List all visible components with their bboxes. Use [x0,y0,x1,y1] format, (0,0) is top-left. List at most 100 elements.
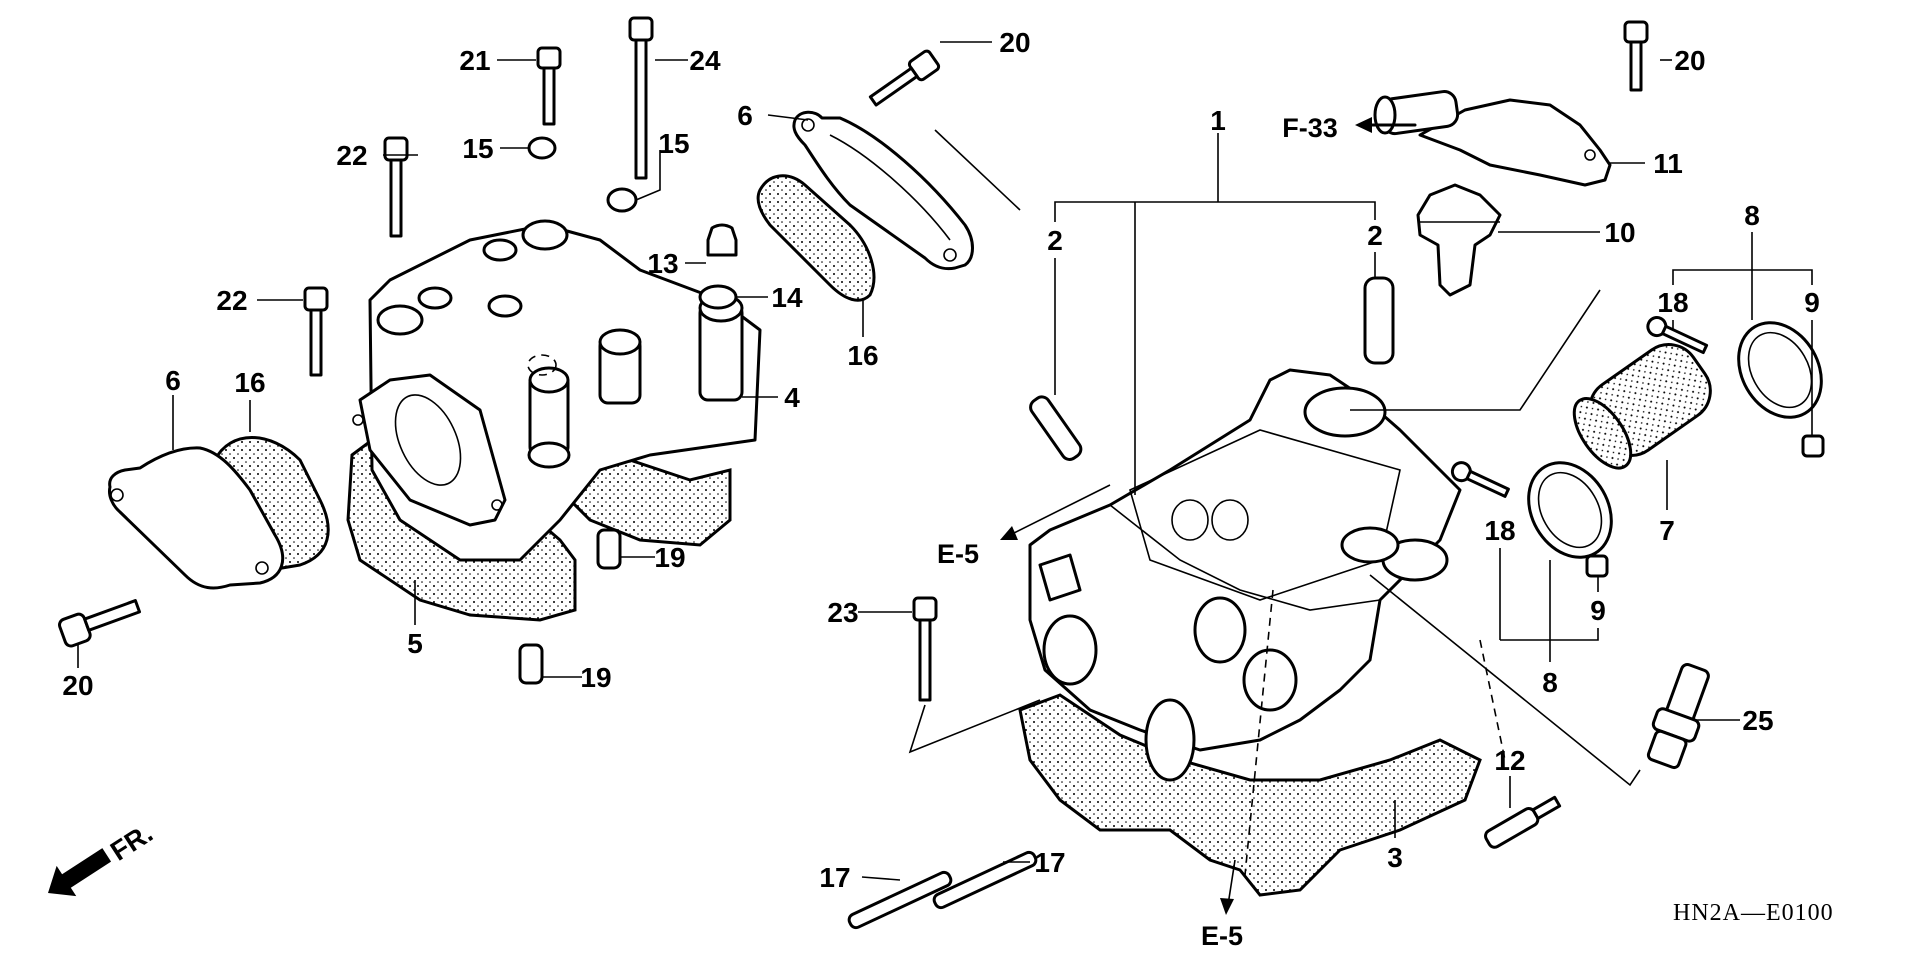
pipe-end [1373,95,1397,135]
cover-hole [255,561,269,575]
callout-16: 16 [847,340,878,371]
center-line [1244,589,1274,876]
callout-18: 18 [1657,287,1688,318]
head-hole [1171,499,1209,541]
washer [527,136,557,160]
arrow-e5-left-line [1009,484,1111,536]
fasteners-left [58,16,941,685]
front-label: FR. [105,818,158,867]
spark-plug-thread [1646,729,1688,770]
reference-arrows [1000,117,1417,915]
bolt-head [536,46,562,70]
callout-7: 7 [1659,515,1675,546]
screw-shank [1660,324,1709,355]
callout-20: 20 [1674,45,1705,76]
insulator-group [1450,316,1825,578]
bolt-shank [542,66,556,126]
o-ring-upper [756,174,876,302]
cover-boss [521,219,569,251]
clamp-inner [1747,331,1813,409]
cover-hole [110,488,124,502]
bolt-shank [83,599,142,632]
thermostat-group [1373,20,1649,297]
arrow-e5-bottom-head [1220,898,1234,915]
arrow-e5-bottom-line [1227,859,1236,906]
callout-14: 14 [771,282,803,313]
leader-lines [77,41,1813,881]
callout-22: 22 [336,140,367,171]
callout-19: 19 [654,542,685,573]
front-arrow-icon [48,848,112,897]
cover-boss [417,286,453,310]
side-cover-left [108,436,330,590]
callout-4: 4 [784,382,800,413]
temp-sensor [1484,807,1540,849]
callout-1: 1 [1210,105,1226,136]
callout-20: 20 [999,27,1030,58]
flange-hole [352,414,364,426]
cap-nut [706,223,738,257]
ref-f33-label[interactable]: F-33 [1282,113,1338,143]
intake-port [1042,614,1098,686]
clamp-band [1527,461,1613,559]
bolt-shank [389,158,403,238]
side-cover-upper [756,110,1021,302]
ref-e5-left-label[interactable]: E-5 [937,539,979,569]
ref-e5-bottom-label[interactable]: E-5 [1201,921,1243,951]
arrow-e5-left-head [1000,526,1018,540]
stud-bolt [847,870,953,930]
arrow-f33-head [1355,117,1372,133]
center-line [1479,639,1506,761]
callout-8: 8 [1542,667,1558,698]
clamp-band [1737,321,1823,419]
valve-guide [1029,395,1083,461]
exhaust-port [1144,698,1196,782]
front-direction-indicator: FR. [48,818,158,897]
callout-12: 12 [1494,745,1525,776]
bolt-head [1623,20,1649,44]
cover-post-base [527,441,571,469]
valve-guide [1363,276,1395,365]
valve-guides [1029,276,1395,461]
callout-11: 11 [1653,148,1683,179]
head-cover-group [346,219,762,622]
side-cover-plate-upper [792,110,974,271]
port-opening [1242,648,1298,712]
callout-9: 9 [1804,287,1820,318]
callout-5: 5 [407,628,423,659]
callout-17: 17 [1034,847,1065,878]
reference-labels: F-33E-5E-5 [937,113,1338,951]
callout-16: 16 [234,367,265,398]
cover-hole [801,118,815,132]
cover-boss [376,304,424,336]
callout-6: 6 [737,100,753,131]
callout-20: 20 [62,670,93,701]
dowel-pin [518,643,544,685]
insulator-end [1572,397,1633,470]
cover-hole [1584,149,1596,161]
square-nut [1585,554,1609,578]
callout-8: 8 [1744,200,1760,231]
lower-parts [847,596,1710,930]
thermostat-cover [1418,98,1612,187]
callout-22: 22 [216,285,247,316]
cover-rib [829,134,951,241]
callout-24: 24 [689,45,721,76]
cylinder-head-group [1018,368,1506,897]
plug-hole [1340,526,1400,564]
callout-21: 21 [459,45,490,76]
diagram-code: HN2A—E0100 [1673,900,1834,926]
callout-23: 23 [827,597,858,628]
head-hole [1211,499,1249,541]
thermostat-seat [1303,386,1387,438]
bolt-head [383,136,409,162]
cover-post-top [598,328,642,356]
bolt-shank [1629,40,1643,92]
cover-boss [487,294,523,318]
square-nut [1801,434,1825,458]
callout-15: 15 [658,128,689,159]
cylinder-head-body [1028,368,1462,752]
head-lug [1038,553,1082,602]
callout-10: 10 [1604,217,1635,248]
port-opening [1193,596,1247,664]
